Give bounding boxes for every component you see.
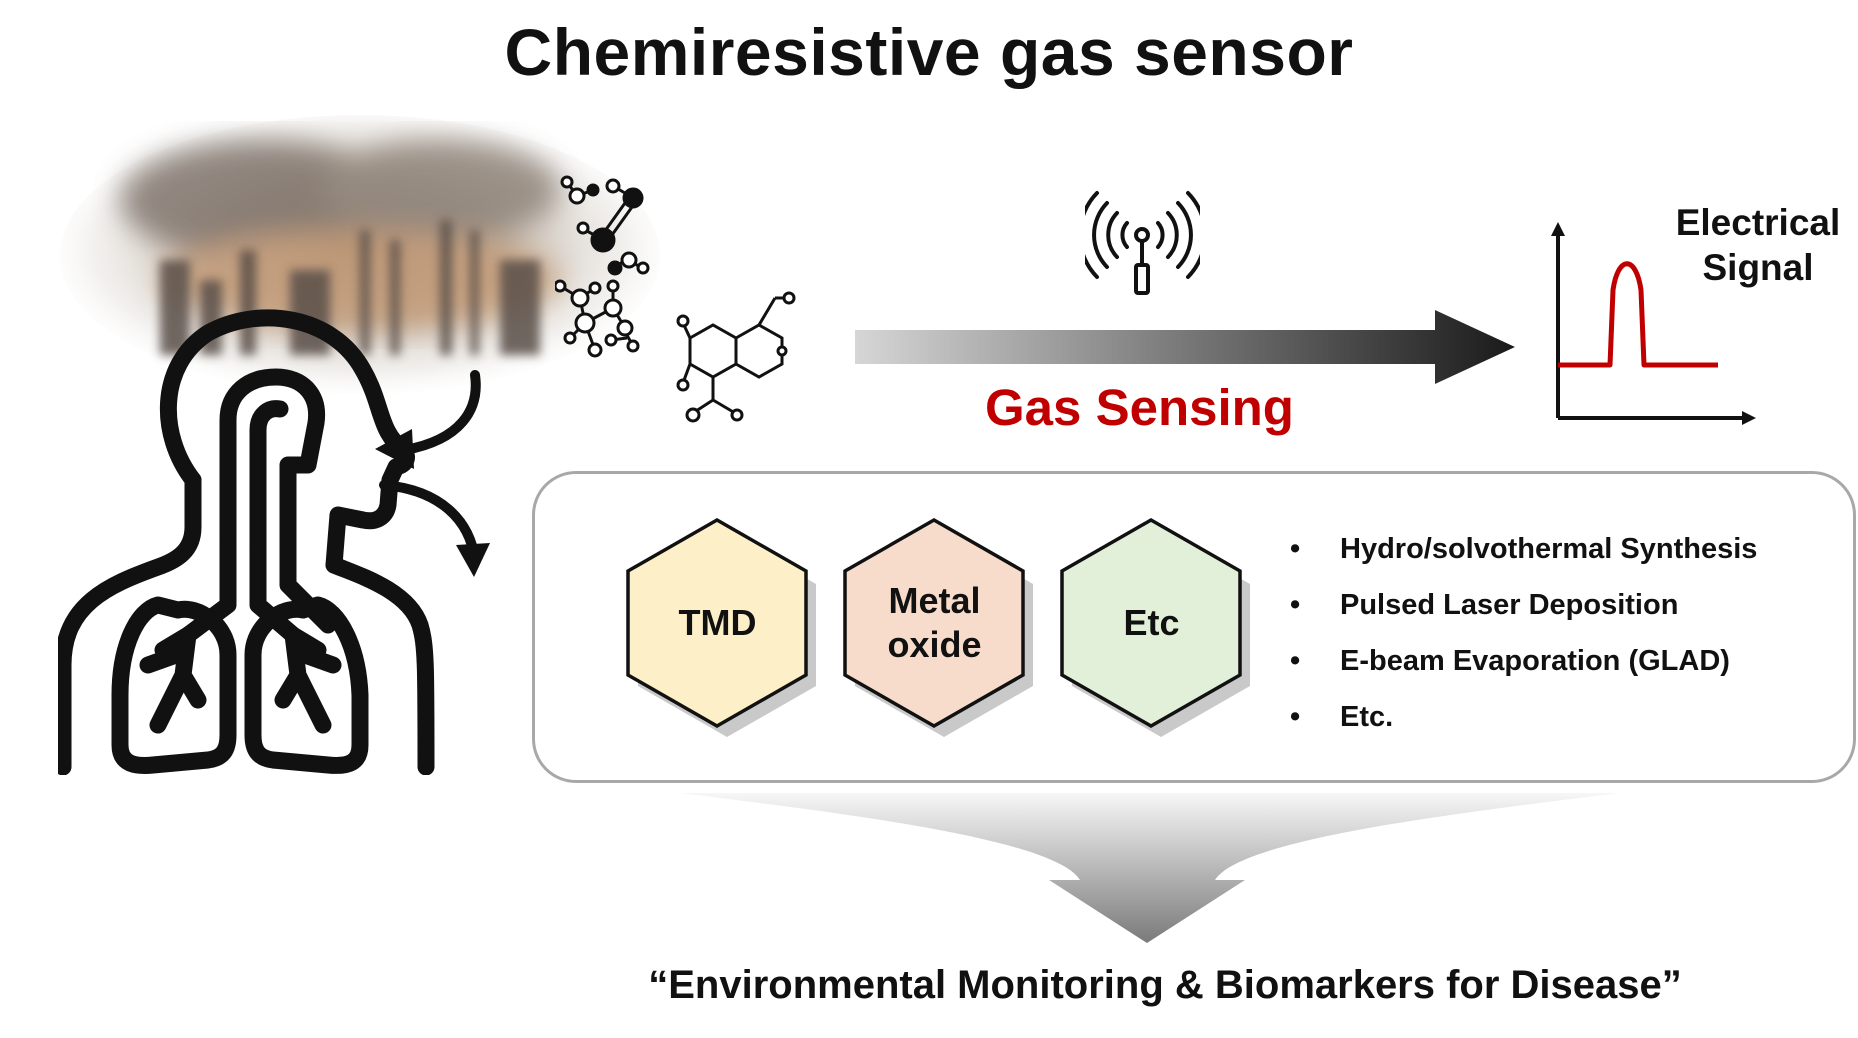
method-text: Etc. [1340, 701, 1394, 733]
list-item: •Pulsed Laser Deposition [1290, 589, 1679, 621]
hexagon-label-metal-oxide: Metal oxide [842, 517, 1027, 729]
wireless-signal-icon [1085, 191, 1200, 295]
human-respiratory-icon [58, 309, 435, 775]
hexagon-label-tmd: TMD [678, 602, 757, 643]
down-arrow [680, 793, 1620, 943]
list-item: •Hydro/solvothermal Synthesis [1290, 533, 1758, 565]
method-text: Pulsed Laser Deposition [1340, 589, 1679, 621]
signal-label-line1: Electrical [1675, 202, 1841, 243]
electrical-signal-label: Electrical Signal [1648, 200, 1858, 290]
method-text: Hydro/solvothermal Synthesis [1340, 533, 1758, 565]
conclusion-text: “Environmental Monitoring & Biomarkers f… [648, 963, 1682, 1007]
hexagon-etc: Etc [1059, 517, 1250, 737]
gas-molecules-icon [555, 175, 796, 423]
signal-label-line2: Signal [1702, 247, 1814, 288]
hexagon-tmd: TMD [625, 517, 816, 737]
electrical-signal-graph [1551, 222, 1756, 425]
synthesis-methods-list: •Hydro/solvothermal Synthesis •Pulsed La… [1288, 525, 1757, 749]
hexagon-label-metal: Metal [888, 580, 981, 621]
diagram-title: Chemiresistive gas sensor [504, 15, 1354, 89]
inhale-exhale-arrows [375, 370, 490, 577]
hexagon-metal-oxide: Metal oxide [842, 517, 1033, 737]
gas-sensing-arrow [855, 310, 1515, 384]
list-item: •Etc. [1290, 701, 1394, 733]
hexagon-label-oxide: oxide [887, 624, 982, 665]
method-text: E-beam Evaporation (GLAD) [1340, 645, 1730, 677]
gas-sensing-label: Gas Sensing [985, 379, 1294, 436]
hexagon-label-etc: Etc [1123, 602, 1180, 643]
list-item: •E-beam Evaporation (GLAD) [1290, 645, 1730, 677]
